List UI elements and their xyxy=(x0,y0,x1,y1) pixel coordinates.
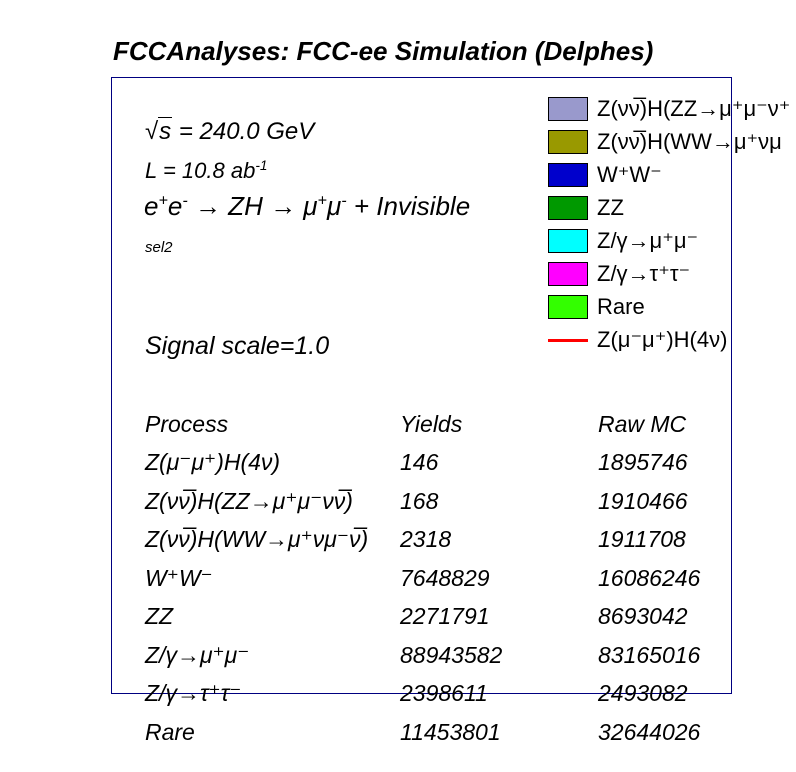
table-cell-process: Z/γ→τ⁺τ⁻ xyxy=(145,680,242,706)
table-header: Raw MC xyxy=(598,411,687,437)
table-cell-yields: 168 xyxy=(400,487,439,514)
selection-label: sel2 xyxy=(145,239,173,256)
legend-fill-swatch xyxy=(548,163,588,187)
table-cell-process: Z/γ→μ⁺μ⁻ xyxy=(145,641,250,668)
table-cell-raw-mc: 32644026 xyxy=(598,718,701,745)
legend-fill-swatch xyxy=(548,97,588,121)
sqrt-symbol: √s xyxy=(145,117,173,145)
table-cell-process: Z(νν̅)H(ZZ→μ⁺μ⁻νν̅) xyxy=(145,487,353,514)
table-cell-process: ZZ xyxy=(145,603,174,629)
table-cell-raw-mc: 8693042 xyxy=(598,603,688,629)
table-cell-raw-mc: 1911708 xyxy=(598,526,686,552)
plot-frame xyxy=(111,77,732,694)
table-header: Yields xyxy=(400,411,463,437)
legend-label: Z(νν̅)H(ZZ→μ⁺μ⁻ν⁺ xyxy=(597,96,791,121)
legend-label: Z(μ⁻μ⁺)H(4ν) xyxy=(597,327,728,352)
table-cell-raw-mc: 1895746 xyxy=(598,449,688,475)
energy-label: √s = 240.0 GeV xyxy=(145,117,315,145)
table-cell-raw-mc: 2493082 xyxy=(598,680,688,706)
legend-fill-swatch xyxy=(548,229,588,253)
table-cell-process: Z(νν̅)H(WW→μ⁺νμ⁻ν̅) xyxy=(145,526,369,552)
legend-label: ZZ xyxy=(597,195,624,220)
table-header: Process xyxy=(145,411,229,437)
legend-label: Z/γ→τ⁺τ⁻ xyxy=(597,261,691,286)
lumi-label: L = 10.8 ab-1 xyxy=(145,157,268,183)
table-cell-process: Z(μ⁻μ⁺)H(4ν) xyxy=(145,449,281,475)
legend-fill-swatch xyxy=(548,196,588,220)
legend-label: Rare xyxy=(597,294,645,319)
table-cell-yields: 2398611 xyxy=(400,680,488,706)
legend-label: Z(νν̅)H(WW→μ⁺νμ xyxy=(597,129,782,154)
legend-fill-swatch xyxy=(548,130,588,154)
legend-label: W⁺W⁻ xyxy=(597,162,662,187)
table-cell-yields: 146 xyxy=(400,449,439,475)
legend-fill-swatch xyxy=(548,295,588,319)
process-label: e+e- → ZH → μ+μ- + Invisible xyxy=(144,191,471,221)
table-cell-yields: 7648829 xyxy=(400,564,490,591)
table-cell-raw-mc: 83165016 xyxy=(598,641,701,668)
table-cell-raw-mc: 16086246 xyxy=(598,564,701,591)
signal-scale-label: Signal scale=1.0 xyxy=(145,332,330,360)
plot-title: FCCAnalyses: FCC-ee Simulation (Delphes) xyxy=(113,36,654,66)
table-cell-process: Rare xyxy=(145,718,195,745)
table-cell-process: W⁺W⁻ xyxy=(145,564,213,591)
table-cell-yields: 88943582 xyxy=(400,641,503,668)
table-cell-yields: 2318 xyxy=(400,526,452,552)
table-cell-yields: 11453801 xyxy=(400,718,501,745)
legend-label: Z/γ→μ⁺μ⁻ xyxy=(597,228,699,253)
table-cell-yields: 2271791 xyxy=(400,603,490,629)
table-cell-raw-mc: 1910466 xyxy=(598,487,688,514)
legend-line-swatch xyxy=(548,339,588,342)
legend-fill-swatch xyxy=(548,262,588,286)
